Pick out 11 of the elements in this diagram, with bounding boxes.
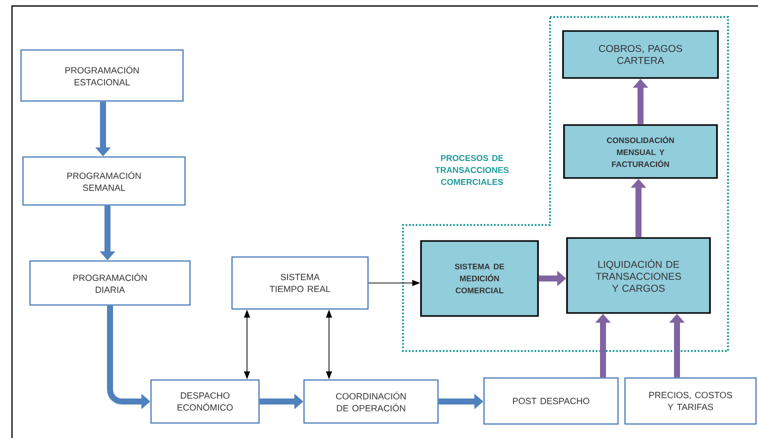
process-box: PROGRAMACIÓN DIARIA: [29, 260, 191, 306]
process-box: SISTEMA TIEMPO REAL: [231, 256, 369, 310]
process-box: COORDINACIÓN DE OPERACIÓN: [303, 379, 439, 424]
process-box: PRECIOS, COSTOS Y TARIFAS: [624, 377, 757, 425]
process-box: LIQUIDACIÓN DE TRANSACCIONES Y CARGOS: [566, 237, 711, 314]
process-box: PROGRAMACIÓN ESTACIONAL: [20, 49, 184, 102]
process-box: DESPACHO ECONÓMICO: [150, 379, 260, 424]
process-box: POST DESPACHO: [483, 377, 619, 425]
process-box: PROGRAMACIÓN SEMANAL: [22, 156, 186, 206]
process-box: COBROS, PAGOS CARTERA: [562, 30, 719, 79]
region-title: PROCESOS DE TRANSACCIONES COMERCIALES: [435, 155, 509, 185]
